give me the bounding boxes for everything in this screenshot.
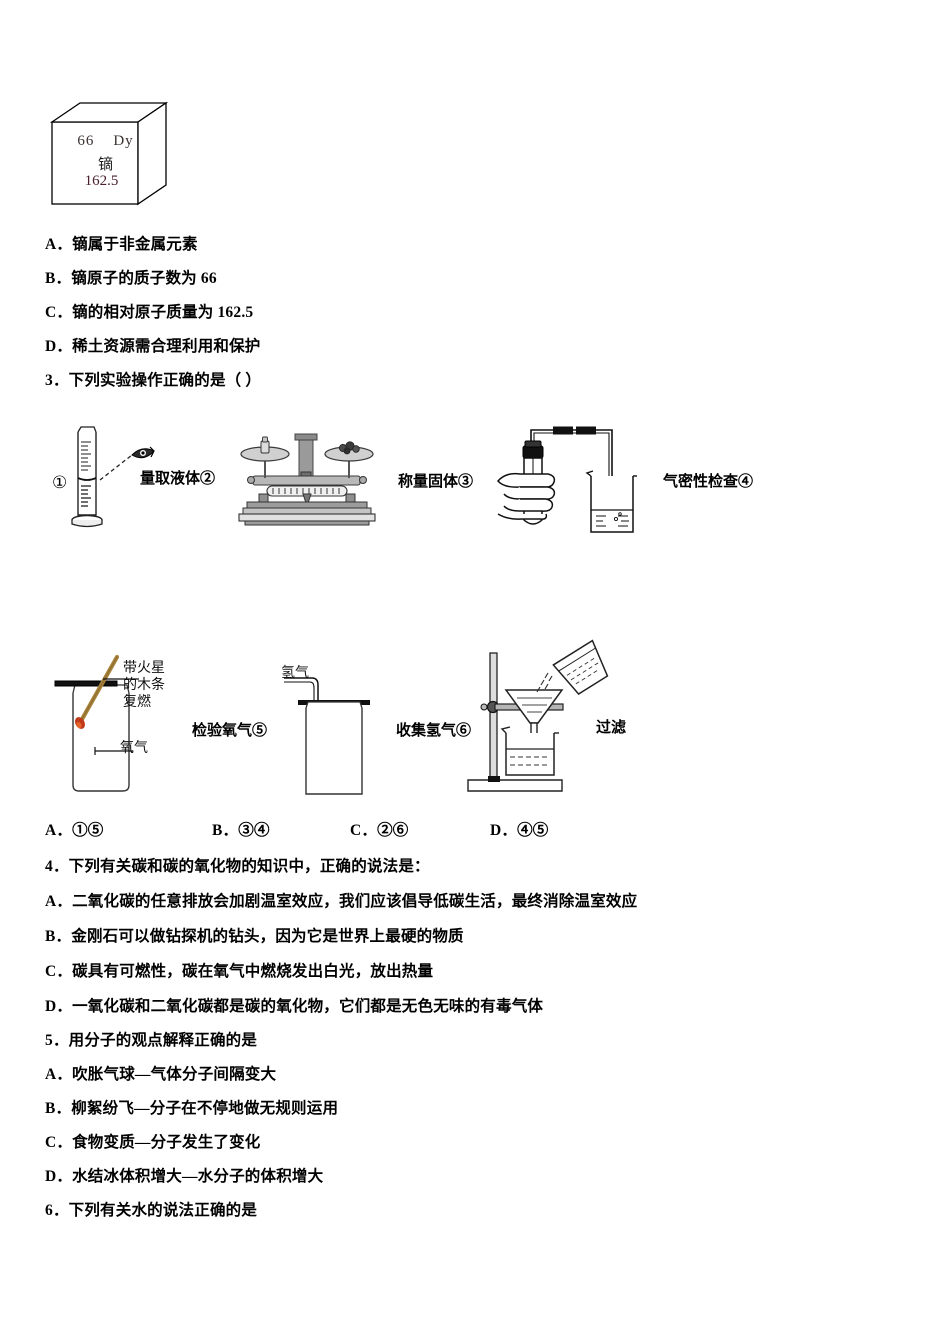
airtightness-check-drawing xyxy=(497,426,637,533)
q5-option-c-label: C． xyxy=(45,1134,73,1151)
label-weighing-solid: 称量固体③ xyxy=(398,474,474,490)
q2-option-b: B．镝原子的质子数为 66 xyxy=(45,269,217,289)
figure-graduated-cylinder: ① xyxy=(50,420,170,540)
balance-scale-drawing xyxy=(238,433,376,526)
q3-option-b-label: B． xyxy=(212,822,239,839)
element-cube-drawing xyxy=(49,101,169,206)
q5-option-c: C．食物变质—分子发生了变化 xyxy=(45,1133,261,1153)
q3-option-c-label: C． xyxy=(350,822,378,839)
q4-option-b-label: B． xyxy=(45,928,72,945)
svg-text:①: ① xyxy=(52,473,67,492)
eye-icon xyxy=(131,446,155,459)
figure-filtration xyxy=(462,639,622,810)
q4-option-c-text: 碳具有可燃性，碳在氧气中燃烧发出白光，放出热量 xyxy=(72,963,434,980)
glowing-splint-line-3: 复燃 xyxy=(123,695,151,710)
q5-option-d: D．水结冰体积增大—水分子的体积增大 xyxy=(45,1167,323,1187)
hydrogen-collection-drawing xyxy=(284,677,370,795)
q3-stem: 3．下列实验操作正确的是（ ） xyxy=(45,372,262,389)
q3-option-d-text: ④⑤ xyxy=(517,822,549,839)
q4-option-a: A．二氧化碳的任意排放会加剧温室效应，我们应该倡导低碳生活，最终消除温室效应 xyxy=(45,892,637,912)
label-collecting-hydrogen: 收集氢气⑥ xyxy=(396,723,472,739)
q3-option-d-label: D． xyxy=(490,822,518,839)
figure-collecting-hydrogen xyxy=(278,660,388,805)
q5-option-a-text: 吹胀气球—气体分子间隔变大 xyxy=(72,1066,277,1083)
element-cube-figure: 66 Dy 镝 162.5 xyxy=(49,100,170,215)
q2-option-a: A．镝属于非金属元素 xyxy=(45,235,198,255)
q4-option-d: D．一氧化碳和二氧化碳都是碳的氧化物，它们都是无色无味的有毒气体 xyxy=(45,997,543,1017)
q6-stem: 6．下列有关水的说法正确的是 xyxy=(45,1202,258,1219)
filtration-drawing xyxy=(467,639,609,792)
q4-option-b-text: 金刚石可以做钻探机的钻头，因为它是世界上最硬的物质 xyxy=(71,928,464,945)
q3-option-a-label: A． xyxy=(45,822,73,839)
cube-atomic-number: 66 xyxy=(77,133,95,149)
figure-balance-scale xyxy=(237,428,377,533)
q2-option-d: D．稀土资源需合理利用和保护 xyxy=(45,337,261,357)
q4-option-d-text: 一氧化碳和二氧化碳都是碳的氧化物，它们都是无色无味的有毒气体 xyxy=(72,998,544,1015)
q4-option-d-label: D． xyxy=(45,998,73,1015)
cube-number-symbol: 66 Dy xyxy=(58,133,153,150)
label-measuring-liquid: 量取液体② xyxy=(140,471,216,487)
label-airtightness-check: 气密性检查④ xyxy=(663,474,754,490)
solid-sample xyxy=(339,441,360,455)
q4-stem: 4．下列有关碳和碳的氧化物的知识中，正确的说法是： xyxy=(45,858,430,875)
q5-option-a-label: A． xyxy=(45,1066,73,1083)
label-filtration: 过滤 xyxy=(596,720,627,736)
hand-icon xyxy=(497,472,556,520)
figure-airtightness-check xyxy=(490,424,650,554)
q2-option-d-text: 稀土资源需合理利用和保护 xyxy=(72,338,261,355)
q2-option-c-label: C． xyxy=(45,304,73,321)
q4-option-c: C．碳具有可燃性，碳在氧气中燃烧发出白光，放出热量 xyxy=(45,962,433,982)
q5-option-b-text: 柳絮纷飞—分子在不停地做无规则运用 xyxy=(71,1100,339,1117)
q5-option-b: B．柳絮纷飞—分子在不停地做无规则运用 xyxy=(45,1099,338,1119)
q2-option-b-text: 镝原子的质子数为 66 xyxy=(71,270,217,287)
q4-option-b: B．金刚石可以做钻探机的钻头，因为它是世界上最硬的物质 xyxy=(45,927,464,947)
cube-chinese-name: 镝 xyxy=(97,157,113,173)
q3-option-a-text: ①⑤ xyxy=(72,822,104,839)
q2-option-b-label: B． xyxy=(45,270,72,287)
q4-option-a-label: A． xyxy=(45,893,73,910)
q2-option-d-label: D． xyxy=(45,338,73,355)
annotation-oxygen: 氧气 xyxy=(120,741,148,756)
annotation-hydrogen: 氢气 xyxy=(281,666,309,681)
q3-option-c-text: ②⑥ xyxy=(377,822,409,839)
q2-option-c-text: 镝的相对原子质量为 162.5 xyxy=(72,304,254,321)
q5-option-c-text: 食物变质—分子发生了变化 xyxy=(72,1134,261,1151)
cube-relative-atomic-mass: 162.5 xyxy=(84,173,119,189)
q5-option-d-text: 水结冰体积增大—水分子的体积增大 xyxy=(72,1168,324,1185)
q5-option-d-label: D． xyxy=(45,1168,73,1185)
q4-option-a-text: 二氧化碳的任意排放会加剧温室效应，我们应该倡导低碳生活，最终消除温室效应 xyxy=(72,893,638,910)
q3-option-b: B．③④ xyxy=(212,821,270,841)
annotation-glowing-splint: 带火星 的木条 复燃 xyxy=(123,660,165,711)
q3-option-b-text: ③④ xyxy=(238,822,270,839)
q2-option-c: C．镝的相对原子质量为 162.5 xyxy=(45,303,253,323)
q3-option-a: A．①⑤ xyxy=(45,821,104,841)
figure-testing-oxygen xyxy=(54,654,170,805)
q2-option-a-label: A． xyxy=(45,236,73,253)
q5-option-a: A．吹胀气球—气体分子间隔变大 xyxy=(45,1065,276,1085)
q4-option-c-label: C． xyxy=(45,963,73,980)
label-testing-oxygen: 检验氧气⑤ xyxy=(192,723,268,739)
q2-option-a-text: 镝属于非金属元素 xyxy=(72,236,198,253)
graduated-cylinder-drawing: ① xyxy=(52,426,155,528)
q3-option-d: D．④⑤ xyxy=(490,821,549,841)
cube-symbol: Dy xyxy=(113,133,134,149)
q3-option-c: C．②⑥ xyxy=(350,821,409,841)
glowing-splint-line-2: 的木条 xyxy=(123,678,165,693)
q5-stem: 5．用分子的观点解释正确的是 xyxy=(45,1032,258,1049)
q5-option-b-label: B． xyxy=(45,1100,72,1117)
glowing-splint-line-1: 带火星 xyxy=(123,661,165,676)
oxygen-test-drawing xyxy=(54,654,139,792)
